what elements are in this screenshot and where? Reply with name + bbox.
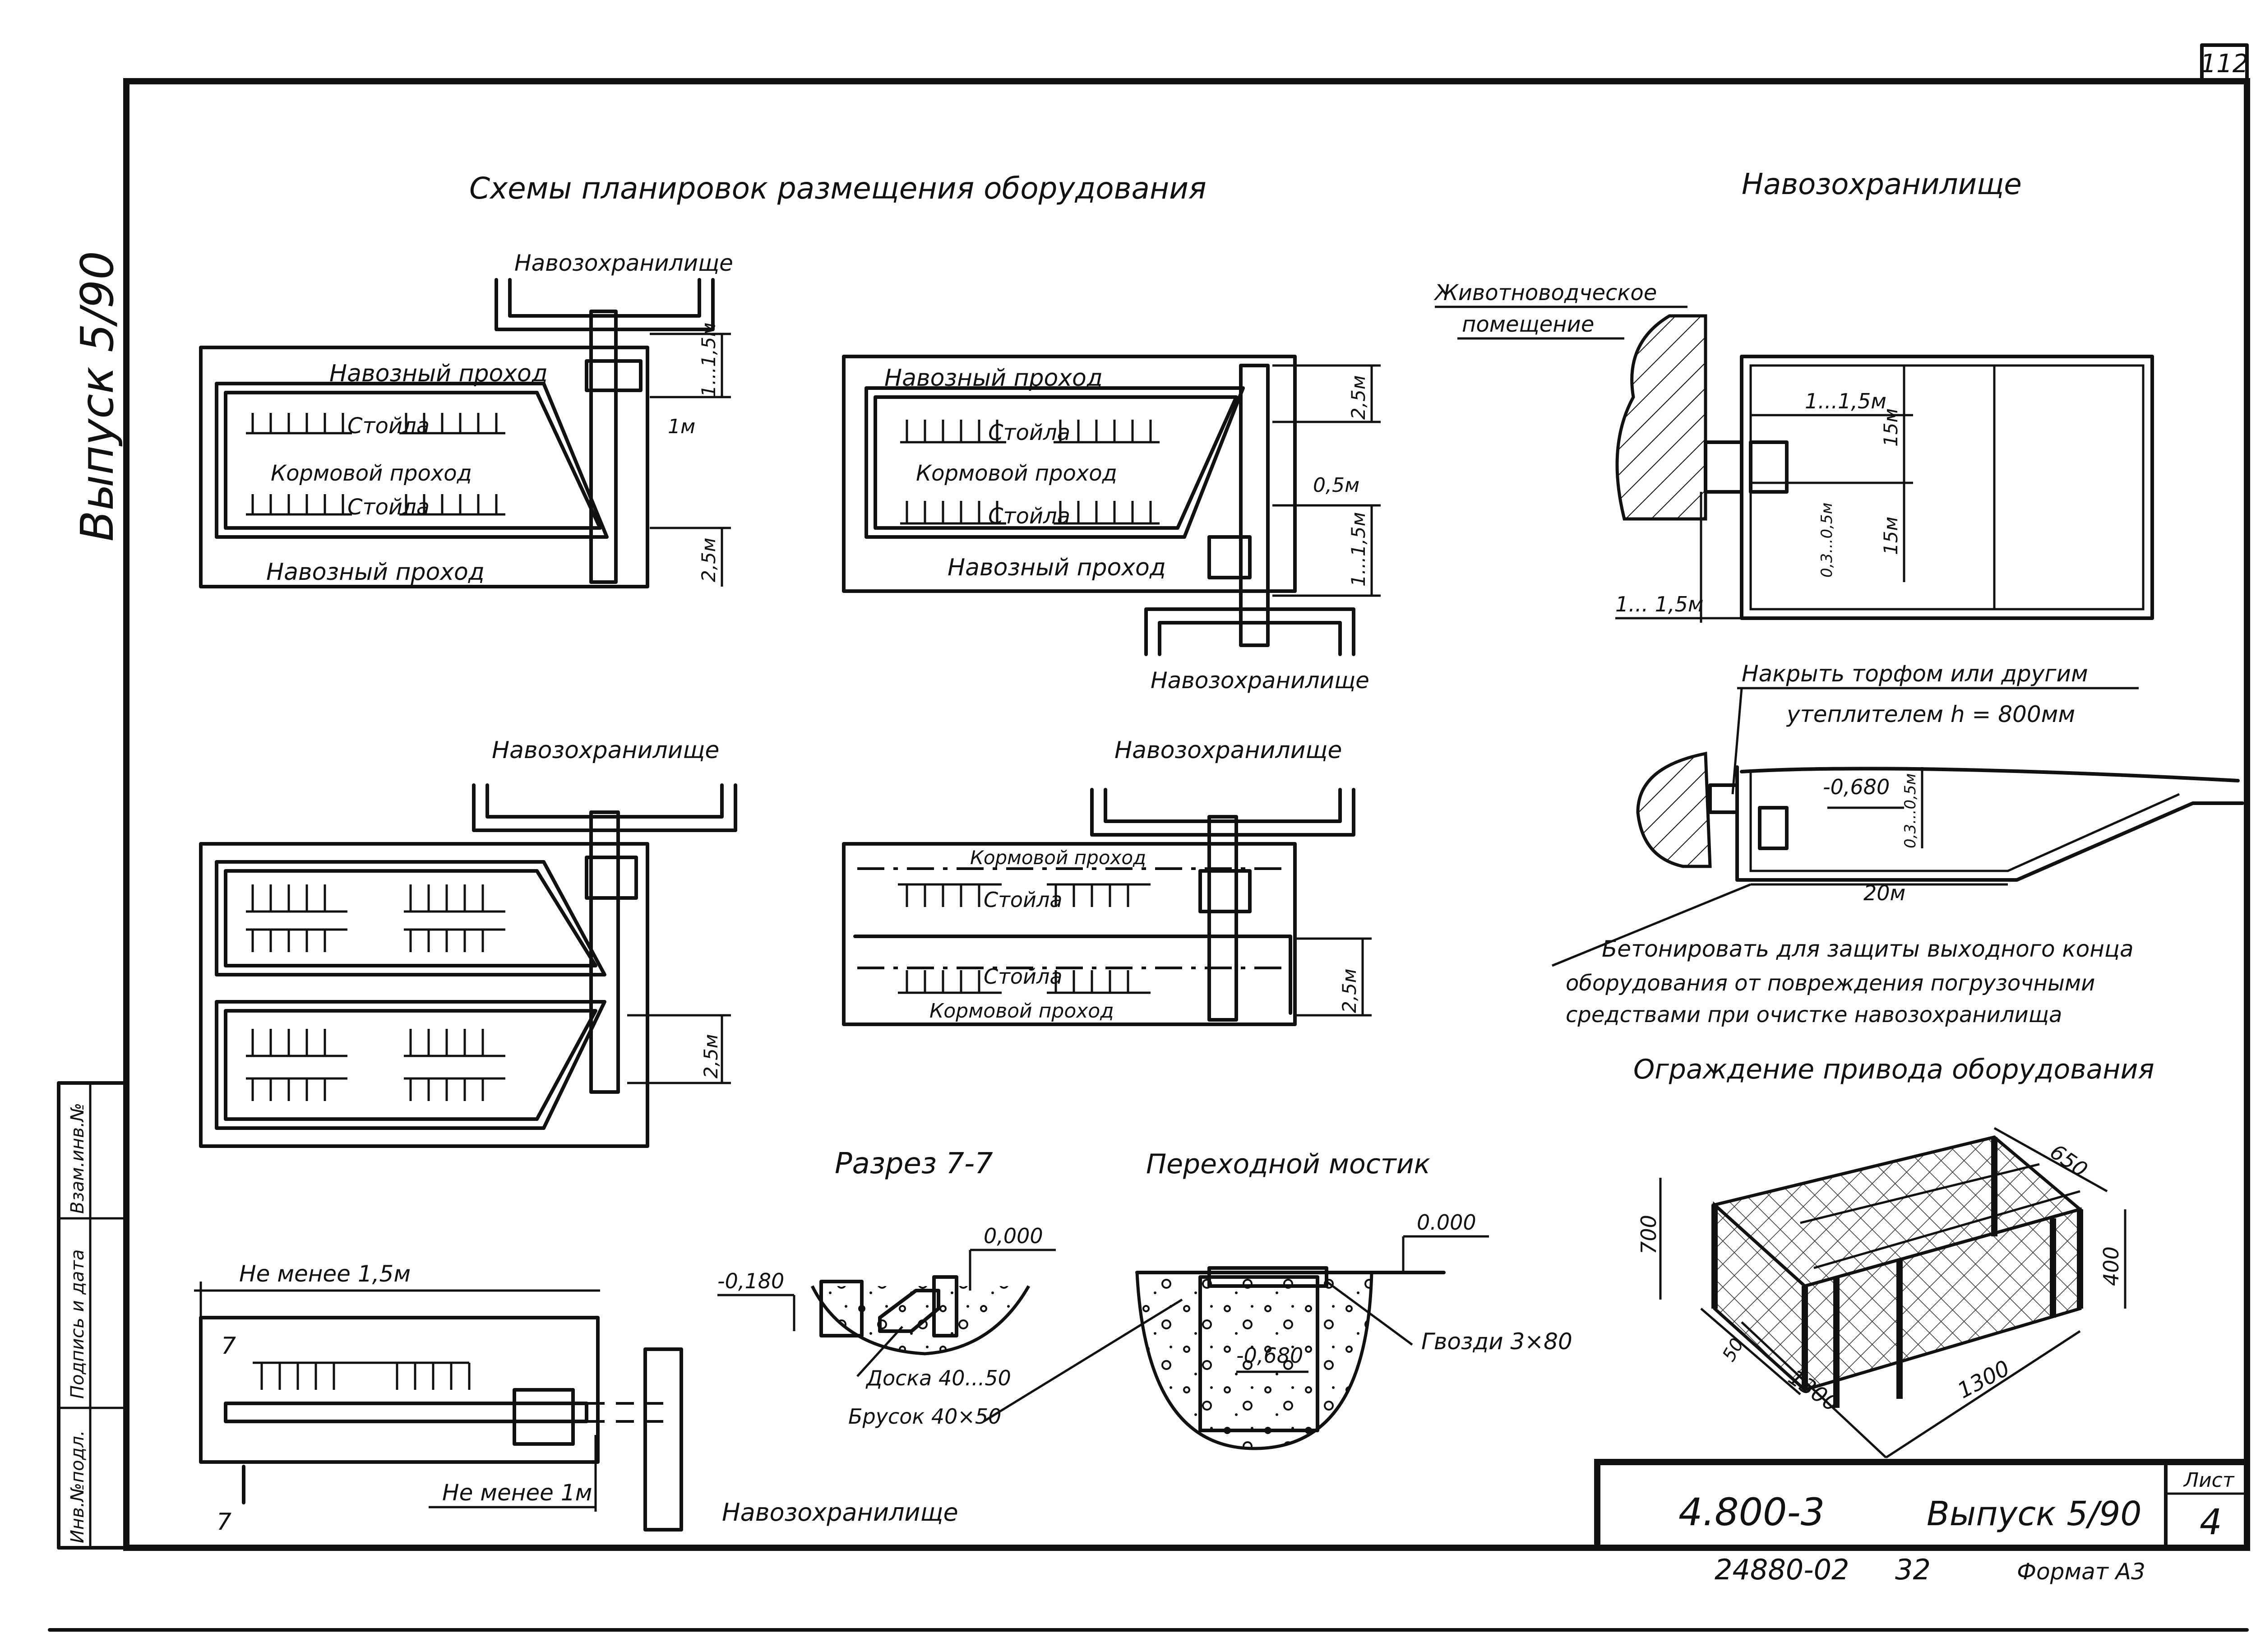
- layout-1: Навозный проход Стойла Кормовой проход С…: [199, 250, 733, 588]
- storage-note-3: Бетонировать для защиты выходного конца: [1602, 936, 2134, 962]
- l2-bottom-aisle: Навозный проход: [948, 554, 1166, 581]
- storage-section-d2: 20м: [1863, 881, 1905, 905]
- l1-dim-3: 2,5м: [698, 538, 720, 582]
- bridge-nails: Гвозди 3×80: [1421, 1328, 1572, 1355]
- l1-stalls-1: Стойла: [347, 413, 430, 439]
- storage-section: Накрыть торфом или другим утеплителем h …: [1552, 661, 2244, 1027]
- l4-feed-bottom: Кормовой проход: [929, 1000, 1114, 1023]
- guard-l2: 1300: [1953, 1356, 2014, 1404]
- stamp-column: Инв.№подл. Подпись и дата Взам.инв.№: [57, 1081, 128, 1550]
- l1-bottom-aisle: Навозный проход: [266, 559, 485, 586]
- guard-post: 50: [1719, 1335, 1748, 1365]
- tb-code: 4.800-3: [1678, 1490, 1825, 1534]
- storage-plan-title: Навозохранилище: [1742, 168, 2022, 201]
- l5-cut-bottom: 7: [217, 1509, 231, 1536]
- section77-board: Доска 40...50: [865, 1366, 1011, 1390]
- l4-stalls-1: Стойла: [984, 888, 1063, 912]
- storage-plan-d1: 1...1,5м: [1805, 389, 1886, 413]
- layout-5: Не менее 1,5м 7 7 Не менее 1м Навозохран…: [194, 1261, 958, 1536]
- bridge-title: Переходной мостик: [1146, 1148, 1430, 1180]
- layout-3: Навозохранилище 2,5м: [199, 737, 737, 1148]
- l3-dim: 2,5м: [700, 1034, 722, 1078]
- storage-plan-d4: 15м: [1880, 517, 1902, 555]
- tb-series: Выпуск 5/90: [1927, 1495, 2141, 1533]
- l3-storage: Навозохранилище: [492, 737, 719, 764]
- bridge-zero: 0.000: [1417, 1210, 1476, 1235]
- l1-stalls-2: Стойла: [347, 495, 430, 520]
- l2-storage: Навозохранилище: [1151, 667, 1369, 694]
- guard-detail: Ограждение привода оборудования 700 650 …: [1633, 1054, 2154, 1459]
- l5-min2: Не менее 1м: [442, 1480, 592, 1506]
- l5-storage: Навозохранилище: [722, 1498, 958, 1527]
- bridge-detail: Переходной мостик 0.000 -0,680 Гвозди 3×…: [983, 1148, 1572, 1450]
- l2-dim-1: 2,5м: [1347, 375, 1369, 420]
- page-number: 112: [2201, 49, 2249, 79]
- storage-plan-room-1: Животноводческое: [1433, 280, 1657, 305]
- tb-order: 24880-02: [1715, 1553, 1849, 1586]
- stamp-inv-orig: Инв.№подл.: [67, 1430, 88, 1543]
- storage-note-1: Накрыть торфом или другим: [1742, 661, 2088, 687]
- l1-dim-2: 1м: [668, 415, 695, 438]
- sheet-frame: [123, 78, 2250, 1551]
- stamp-signature: Подпись и дата: [67, 1249, 88, 1399]
- l4-storage: Навозохранилище: [1114, 737, 1342, 764]
- l4-feed-top: Кормовой проход: [970, 847, 1146, 869]
- l1-dim-1: 1...1,5м: [698, 323, 720, 397]
- section77-level: -0,180: [717, 1269, 784, 1293]
- storage-note-4: оборудования от повреждения погрузочными: [1566, 971, 2095, 996]
- l1-top-aisle: Навозный проход: [329, 360, 548, 387]
- l2-stalls-1: Стойла: [988, 420, 1070, 445]
- l5-min1: Не менее 1,5м: [239, 1261, 411, 1287]
- storage-section-d1: 0,3...0,5м: [1901, 773, 1919, 848]
- storage-section-level: -0,680: [1823, 775, 1890, 799]
- tb-copy: 32: [1895, 1553, 1931, 1586]
- storage-note-2: утеплителем h = 800мм: [1786, 701, 2075, 727]
- storage-note-5: средствами при очистке навозохранилища: [1566, 1002, 2062, 1027]
- layout-2: Навозный проход Стойла Кормовой проход С…: [842, 355, 1381, 694]
- guard-h2: 400: [2099, 1246, 2123, 1286]
- section77-zero: 0,000: [984, 1224, 1043, 1248]
- stamp-inv-replace: Взам.инв.№: [67, 1103, 88, 1214]
- storage-plan-d5: 1... 1,5м: [1615, 592, 1704, 616]
- l5-cut-top: 7: [221, 1333, 236, 1360]
- section-7-7: Разрез 7-7 0,000 -0,180 Доска 40...50 Бр…: [717, 1147, 1056, 1429]
- main-title: Схемы планировок размещения оборудования: [469, 171, 1207, 206]
- storage-plan-d2: 15м: [1880, 408, 1902, 447]
- l2-dim-2: 0,5м: [1313, 474, 1359, 497]
- l1-feed: Кормовой проход: [271, 461, 472, 486]
- section77-bar: Брусок 40×50: [848, 1404, 1001, 1429]
- bridge-level: -0,680: [1236, 1343, 1303, 1368]
- l2-top-aisle: Навозный проход: [884, 365, 1103, 392]
- tb-format: Формат А3: [2017, 1559, 2145, 1585]
- guard-w1: 650: [2046, 1139, 2092, 1182]
- storage-plan-d3: 0,3...0,5м: [1818, 503, 1836, 578]
- side-series: Выпуск 5/90: [71, 251, 124, 541]
- tb-sheet-label: Лист: [2183, 1469, 2235, 1492]
- l1-storage: Навозохранилище: [514, 250, 733, 276]
- l2-stalls-2: Стойла: [988, 504, 1070, 529]
- tb-sheet-no: 4: [2200, 1502, 2222, 1543]
- l2-dim-3: 1...1,5м: [1347, 512, 1369, 587]
- storage-plan: Навозохранилище Животноводческое помещен…: [1433, 168, 2154, 623]
- guard-title: Ограждение привода оборудования: [1633, 1054, 2154, 1085]
- guard-h: 700: [1637, 1215, 1661, 1254]
- storage-plan-room-2: помещение: [1462, 312, 1594, 337]
- page-number-box: [2200, 43, 2249, 83]
- l4-stalls-2: Стойла: [984, 964, 1063, 989]
- layout-4: Навозохранилище Кормовой проход Стойла С…: [842, 737, 1372, 1026]
- title-block: 4.800-3 Выпуск 5/90 Лист 4 24880-02 32 Ф…: [1594, 1459, 2250, 1586]
- l2-feed: Кормовой проход: [916, 461, 1117, 486]
- l4-dim: 2,5м: [1338, 969, 1360, 1013]
- section77-title: Разрез 7-7: [835, 1147, 993, 1180]
